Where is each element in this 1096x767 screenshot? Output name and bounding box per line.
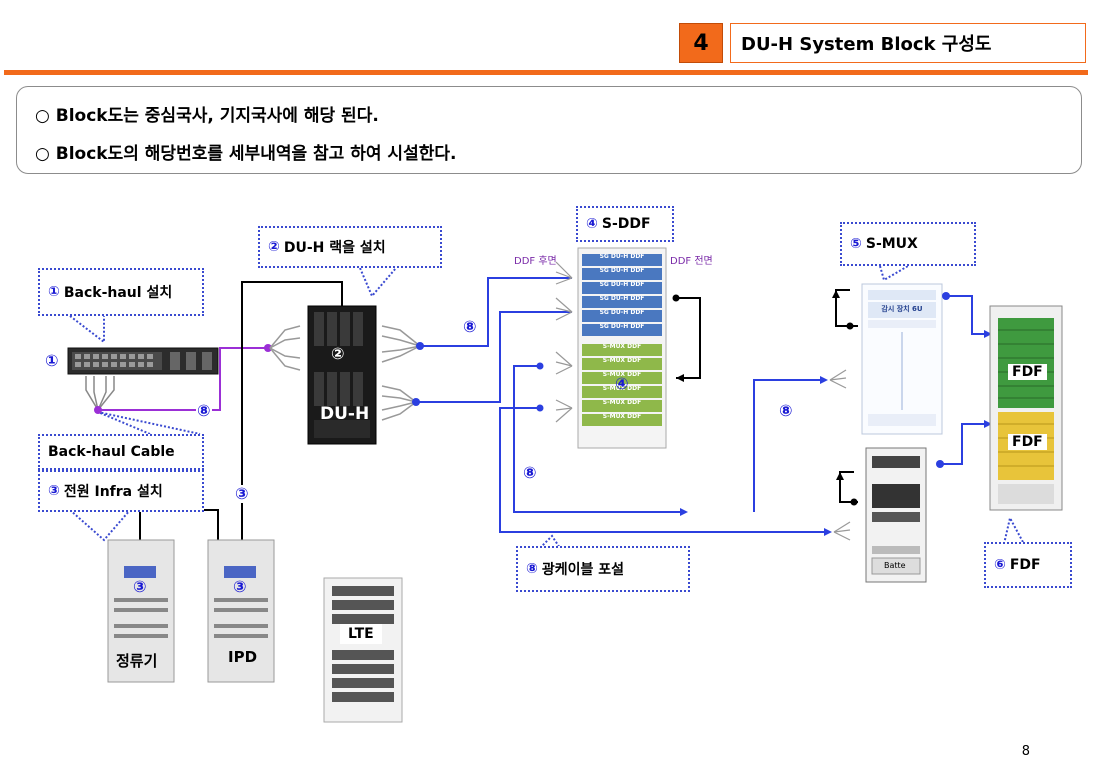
sddf-row: SG DU-H DDF: [582, 268, 662, 280]
callout-tail-cable: [97, 411, 201, 435]
sddf-row: S-MUX DDF: [582, 358, 662, 370]
callout-power-text: 전원 Infra 설치: [63, 484, 163, 500]
rectifier-label: 정류기: [116, 652, 158, 670]
sddf-row: S-MUX DDF: [582, 372, 662, 384]
smux-jumper: [835, 289, 858, 327]
fiber-sddf-equipment: [499, 407, 830, 533]
callout-tail-power: [69, 509, 131, 542]
page-title: DU-H System Block 구성도: [730, 23, 1086, 63]
section-number-badge: 4: [679, 23, 723, 63]
fiber-smux-fdf: [946, 295, 990, 335]
fiber-to-smux: [753, 379, 826, 512]
backhaul-cable-line: [98, 347, 268, 411]
header-divider: [4, 70, 1088, 75]
sddf-row: SG DU-H DDF: [582, 310, 662, 322]
marker-power-line: ③: [234, 484, 250, 503]
callout-sddf: ④ S-DDF: [576, 206, 674, 242]
sddf-row: S-MUX DDF: [582, 414, 662, 426]
sddf-front-jumper: [676, 297, 701, 379]
callout-fiber-num: ⑧: [526, 561, 538, 577]
sddf-row: SG DU-H DDF: [582, 282, 662, 294]
fiber-duh-sddf-2: [416, 311, 572, 403]
callout-backhaul-cable: Back-haul Cable: [38, 434, 204, 470]
callout-duh-num: ②: [268, 239, 280, 255]
lte-rack-drawing: [323, 577, 403, 723]
marker-ipd: ③: [233, 577, 247, 596]
ddf-rear-label: DDF 후면: [514, 256, 557, 267]
fdf-label-upper: FDF: [1008, 364, 1047, 380]
ipd-drawing: [207, 539, 275, 683]
backhaul-switch: [67, 347, 219, 375]
callout-tail-backhaul: [69, 315, 105, 345]
equipment-jumper: [839, 471, 858, 503]
marker-fiber-sddf: ⑧: [522, 463, 538, 482]
smux-rack-drawing: [861, 283, 943, 435]
callout-fdf-num: ⑥: [994, 557, 1006, 573]
backhaul-pigtails: [85, 376, 115, 411]
notes-box: ○ Block도는 중심국사, 기지국사에 해당 된다. ○ Block도의 해…: [16, 86, 1082, 174]
callout-sddf-num: ④: [586, 216, 598, 232]
sddf-row: SG DU-H DDF: [582, 296, 662, 308]
marker-fiber-duh: ⑧: [462, 317, 478, 336]
fiber-duh-sddf-1: [420, 277, 572, 347]
fiber-equipment-fdf: [940, 423, 990, 465]
duh-rack-drawing: [307, 305, 377, 445]
callout-tail-smux: [879, 265, 909, 282]
smux-pigtails: [829, 369, 851, 541]
power-line-rectifier-ipd: [139, 509, 219, 540]
marker-duh: ②: [331, 344, 345, 363]
sddf-row: SG DU-H DDF: [582, 324, 662, 336]
sddf-row-stack: SG DU-H DDF SG DU-H DDF SG DU-H DDF SG DU-H…: [582, 254, 662, 428]
callout-tail-fdf: [1003, 515, 1025, 545]
callout-power-num: ③: [48, 483, 60, 499]
marker-fiber-backhaul: ⑧: [196, 401, 212, 420]
equipment-rack-drawing: [865, 447, 927, 583]
callout-tail-fiber: [539, 534, 561, 549]
fiber-sddf-smux-1: [513, 365, 686, 513]
marker-backhaul: ①: [44, 351, 60, 370]
ddf-front-label: DDF 전면: [670, 256, 713, 267]
power-line-duh: [241, 281, 343, 540]
callout-backhaul-num: ①: [48, 284, 60, 300]
duh-input-pigtails: [269, 325, 301, 371]
rectifier-drawing: [107, 539, 175, 683]
note-1: ○ Block도는 중심국사, 기지국사에 해당 된다.: [35, 106, 379, 126]
callout-fiber-text: 광케이블 포설: [541, 562, 625, 578]
callout-duh-install: ② DU-H 랙을 설치: [258, 226, 442, 268]
fdf-label-lower: FDF: [1008, 434, 1047, 450]
callout-fiber-install: ⑧ 광케이블 포설: [516, 546, 690, 592]
marker-sddf: ④: [615, 374, 629, 393]
smux-panel-label: 감시 장치 6U: [881, 305, 923, 313]
callout-duh-text: DU-H 랙을 설치: [283, 240, 386, 256]
duh-output-pigtails: [381, 325, 421, 421]
ipd-label: IPD: [228, 648, 258, 666]
sddf-row: S-MUX DDF: [582, 400, 662, 412]
callout-smux-num: ⑤: [850, 236, 862, 252]
sddf-rear-pigtails: [555, 261, 573, 423]
sddf-row: S-MUX DDF: [582, 386, 662, 398]
duh-label: DU-H: [320, 404, 370, 424]
callout-smux: ⑤ S-MUX: [840, 222, 976, 266]
callout-fdf: ⑥ FDF: [984, 542, 1072, 588]
callout-smux-text: S-MUX: [865, 236, 918, 252]
batte-label: Batte: [884, 561, 906, 570]
callout-backhaul-install: ① Back-haul 설치: [38, 268, 204, 316]
sddf-row: SG DU-H DDF: [582, 254, 662, 266]
note-2: ○ Block도의 해당번호를 세부내역을 참고 하여 시설한다.: [35, 144, 457, 164]
marker-fiber-smux: ⑧: [778, 401, 794, 420]
callout-fdf-text: FDF: [1009, 557, 1041, 573]
sddf-row: S-MUX DDF: [582, 344, 662, 356]
fdf-rack-drawing: [989, 305, 1063, 511]
callout-sddf-text: S-DDF: [601, 216, 651, 232]
marker-rectifier: ③: [133, 577, 147, 596]
callout-backhaul-text: Back-haul 설치: [63, 285, 173, 301]
callout-tail-duh: [359, 267, 397, 298]
page-number: 8: [1021, 744, 1030, 759]
callout-power-infra: ③ 전원 Infra 설치: [38, 470, 204, 512]
lte-label: LTE: [340, 624, 382, 644]
